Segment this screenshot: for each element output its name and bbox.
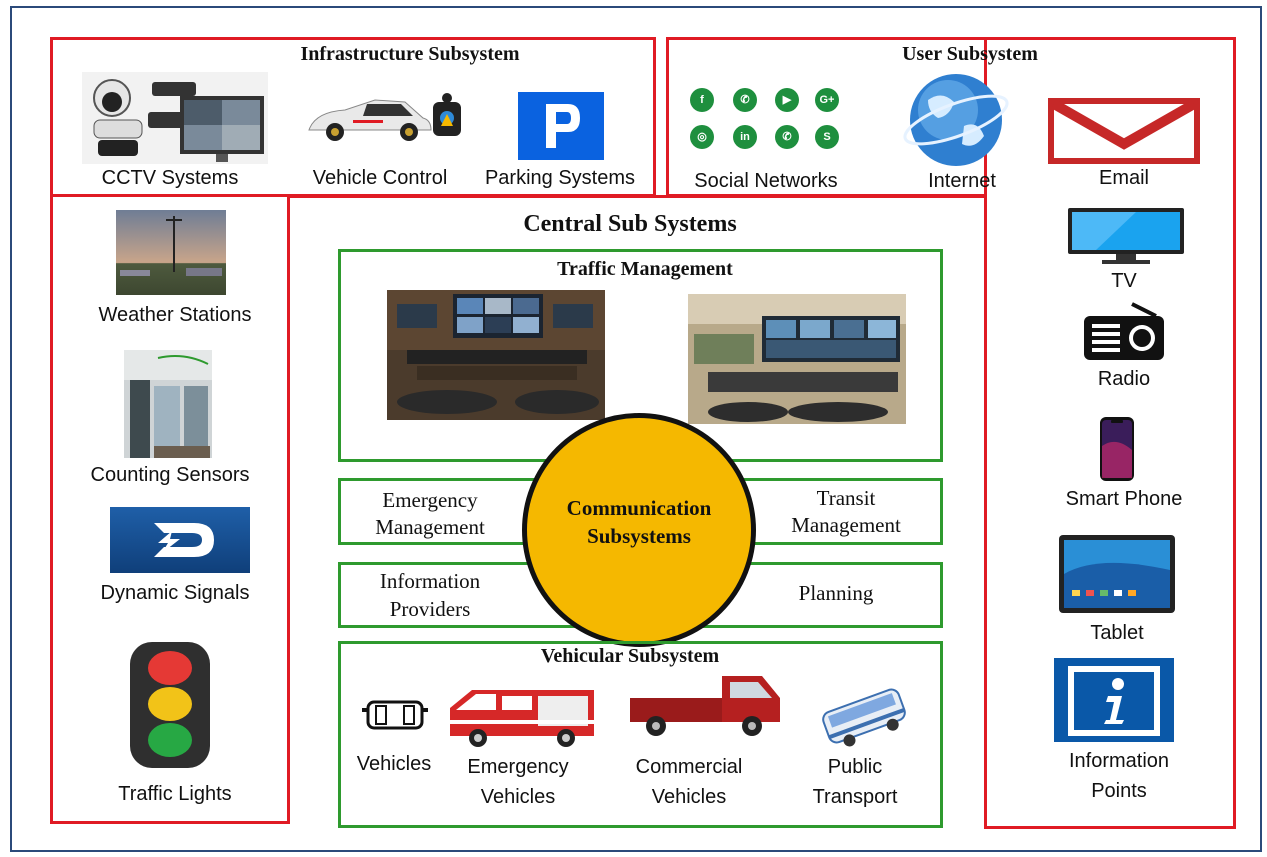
facebook-icon: f: [690, 88, 714, 112]
bus-icon: [818, 684, 910, 748]
email-icon: [1048, 98, 1200, 164]
emergency-vehicle-image: [446, 684, 598, 748]
commercial-vehicle-image: [626, 668, 784, 740]
counting-label: Counting Sensors: [90, 464, 250, 486]
information-points-label-2: Points: [1091, 780, 1147, 802]
dynamic-signals-label: Dynamic Signals: [100, 582, 250, 604]
control-room-image-1: [387, 290, 605, 420]
instagram-icon: ◎: [690, 125, 714, 149]
traffic-lights-label: Traffic Lights: [118, 783, 232, 805]
social-networks-label: Social Networks: [694, 170, 838, 192]
planning-label: Planning: [798, 581, 874, 605]
skype-icon: S: [815, 125, 839, 149]
vehicular-box: [338, 641, 943, 828]
cctv-label: CCTV Systems: [101, 167, 239, 189]
tablet-icon: [1058, 534, 1176, 614]
information-providers-label-1: Information: [379, 569, 481, 593]
tv-icon: [1066, 206, 1186, 268]
linkedin-icon: in: [733, 125, 757, 149]
communication-label-1: Communication: [566, 496, 712, 520]
tablet-label: Tablet: [1090, 622, 1144, 644]
internet-globe-icon: [898, 70, 1014, 170]
information-points-label-1: Information: [1068, 750, 1170, 772]
smart-phone-icon: [1098, 416, 1136, 482]
traffic-management-title: Traffic Management: [557, 258, 733, 280]
radio-icon: [1082, 302, 1166, 362]
counting-sensor-image: [124, 350, 212, 458]
communication-subsystems-circle: [522, 413, 756, 647]
whatsapp-icon-2: ✆: [775, 125, 799, 149]
emergency-management-label-1: Emergency: [382, 488, 478, 512]
commercial-vehicles-label-2: Vehicles: [651, 786, 727, 808]
emergency-vehicles-label-1: Emergency: [467, 756, 569, 778]
infrastructure-title: Infrastructure Subsystem: [300, 43, 520, 65]
car-outline-icon: [360, 698, 430, 732]
vehicle-control-image: [305, 90, 465, 148]
dynamic-signal-icon: [110, 507, 250, 573]
whatsapp-icon: ✆: [733, 88, 757, 112]
vehicle-control-label: Vehicle Control: [312, 167, 448, 189]
central-title: Central Sub Systems: [523, 211, 737, 237]
public-transport-label-1: Public: [827, 756, 883, 778]
information-point-icon: [1052, 656, 1176, 744]
youtube-icon: ▶: [775, 88, 799, 112]
transit-management-label-1: Transit: [816, 486, 876, 510]
communication-label-2: Subsystems: [587, 524, 691, 548]
weather-station-image: [116, 210, 226, 295]
emergency-management-label-2: Management: [375, 515, 485, 539]
user-right-box: [984, 37, 1236, 829]
transit-management-label-2: Management: [791, 513, 901, 537]
information-providers-label-2: Providers: [389, 597, 471, 621]
public-transport-label-2: Transport: [812, 786, 898, 808]
traffic-light-icon: [128, 640, 212, 770]
emergency-vehicles-label-2: Vehicles: [480, 786, 556, 808]
user-title: User Subsystem: [902, 43, 1038, 65]
vehicles-label: Vehicles: [356, 753, 432, 775]
google-plus-icon: G+: [815, 88, 839, 112]
internet-label: Internet: [928, 170, 996, 192]
infrastructure-left-box: [50, 195, 290, 824]
commercial-vehicles-label-1: Commercial: [635, 756, 743, 778]
outer-frame: [10, 6, 1262, 852]
vehicular-title: Vehicular Subsystem: [540, 645, 720, 667]
email-label: Email: [1098, 167, 1149, 189]
central-red-box: [288, 195, 986, 203]
tv-label: TV: [1111, 270, 1137, 292]
cctv-image: [82, 72, 268, 164]
parking-label: Parking Systems: [484, 167, 636, 189]
smart-phone-label: Smart Phone: [1065, 488, 1183, 510]
control-room-image-2: [688, 294, 906, 424]
radio-label: Radio: [1097, 368, 1151, 390]
parking-sign-icon: [518, 92, 604, 160]
weather-label: Weather Stations: [98, 304, 252, 326]
